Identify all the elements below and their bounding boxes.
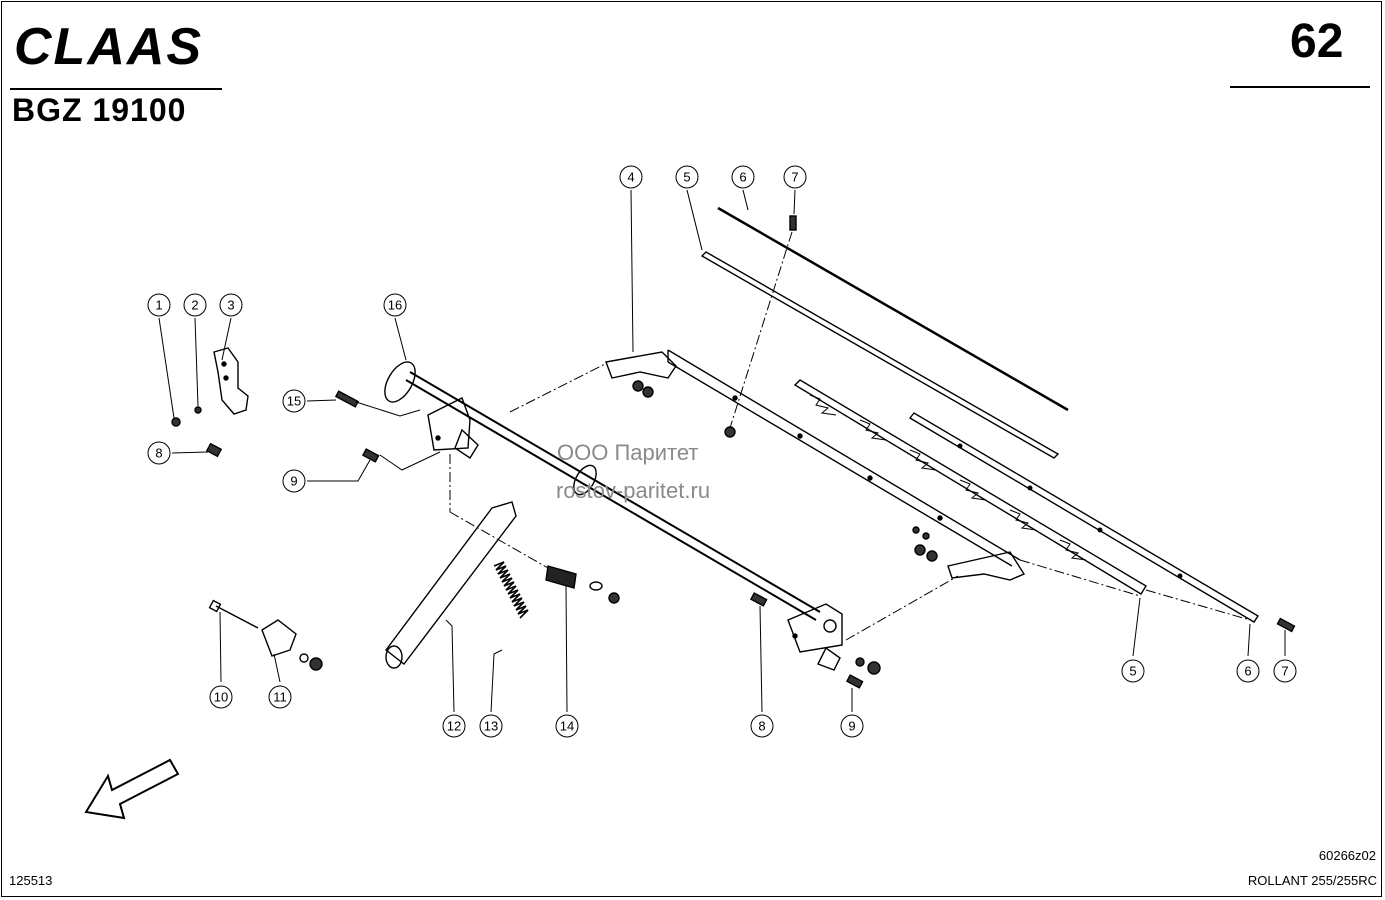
callout-6-bottom: 6	[1236, 659, 1260, 683]
upper-strips	[700, 206, 1069, 459]
bushing-part-14	[545, 565, 620, 604]
callout-14: 14	[555, 714, 579, 738]
assembly-lines	[449, 231, 1251, 641]
brand-logo-text: CLAAS	[14, 22, 203, 70]
callout-10: 10	[209, 685, 233, 709]
callout-label: 7	[791, 170, 798, 185]
direction-arrow-icon	[84, 758, 180, 820]
bracket-part-3	[213, 347, 249, 415]
callout-4: 4	[619, 165, 643, 189]
callout-9-bottom: 9	[840, 714, 864, 738]
watermark-line-2: rostov-paritet.ru	[556, 478, 711, 503]
header-rule	[10, 88, 222, 90]
flat-bar-lower	[908, 412, 1259, 623]
callout-16: 16	[383, 293, 407, 317]
page-number-rule	[1230, 86, 1370, 88]
fasteners	[171, 215, 1296, 689]
callout-label: 15	[287, 394, 301, 409]
page-number: 62	[1290, 15, 1344, 68]
callout-label: 3	[227, 298, 234, 313]
model-title: BGZ 19100	[12, 92, 187, 128]
callout-label: 13	[484, 719, 498, 734]
callout-label: 9	[290, 474, 297, 489]
callout-label: 9	[848, 719, 855, 734]
callout-5-bottom: 5	[1121, 659, 1145, 683]
block-part-11	[261, 619, 323, 671]
callout-label: 6	[1244, 664, 1251, 679]
callout-label: 6	[739, 170, 746, 185]
callout-7-top: 7	[783, 165, 807, 189]
callout-15: 15	[282, 389, 306, 413]
callout-label: 14	[560, 719, 574, 734]
callout-label: 2	[191, 298, 198, 313]
callout-8-left: 8	[147, 441, 171, 465]
watermark-line-1: ООО Паритет	[557, 440, 699, 465]
callout-13: 13	[479, 714, 503, 738]
spring-part-13	[493, 561, 529, 619]
callout-label: 7	[1281, 664, 1288, 679]
callout-6-top: 6	[731, 165, 755, 189]
callout-7-bottom: 7	[1273, 659, 1297, 683]
callout-label: 5	[683, 170, 690, 185]
callout-2: 2	[183, 293, 207, 317]
callout-12: 12	[442, 714, 466, 738]
callout-label: 10	[214, 690, 228, 705]
footer-left-code: 125513	[9, 873, 53, 888]
leader-lines	[158, 189, 1286, 713]
callout-label: 8	[758, 719, 765, 734]
claas-logo: CLAAS	[14, 18, 234, 76]
callout-label: 5	[1129, 664, 1136, 679]
callout-11: 11	[268, 685, 292, 709]
callout-label: 16	[388, 298, 402, 313]
callout-5-top: 5	[675, 165, 699, 189]
main-shaft	[384, 361, 843, 671]
footer-drawing-code: 60266z02	[1318, 848, 1376, 863]
frame-rail	[605, 349, 1026, 581]
lever-part-12	[385, 501, 517, 669]
callout-label: 4	[627, 170, 634, 185]
footer-machine-model: ROLLANT 255/255RC	[1247, 873, 1377, 888]
callout-9-left: 9	[282, 469, 306, 493]
callout-label: 11	[273, 690, 287, 705]
callout-1: 1	[147, 293, 171, 317]
callout-label: 12	[447, 719, 461, 734]
bolt-part-10	[208, 599, 259, 629]
callout-3: 3	[219, 293, 243, 317]
callout-label: 1	[155, 298, 162, 313]
wear-strip	[793, 379, 1147, 595]
callout-8-bottom: 8	[750, 714, 774, 738]
callout-label: 8	[155, 446, 162, 461]
